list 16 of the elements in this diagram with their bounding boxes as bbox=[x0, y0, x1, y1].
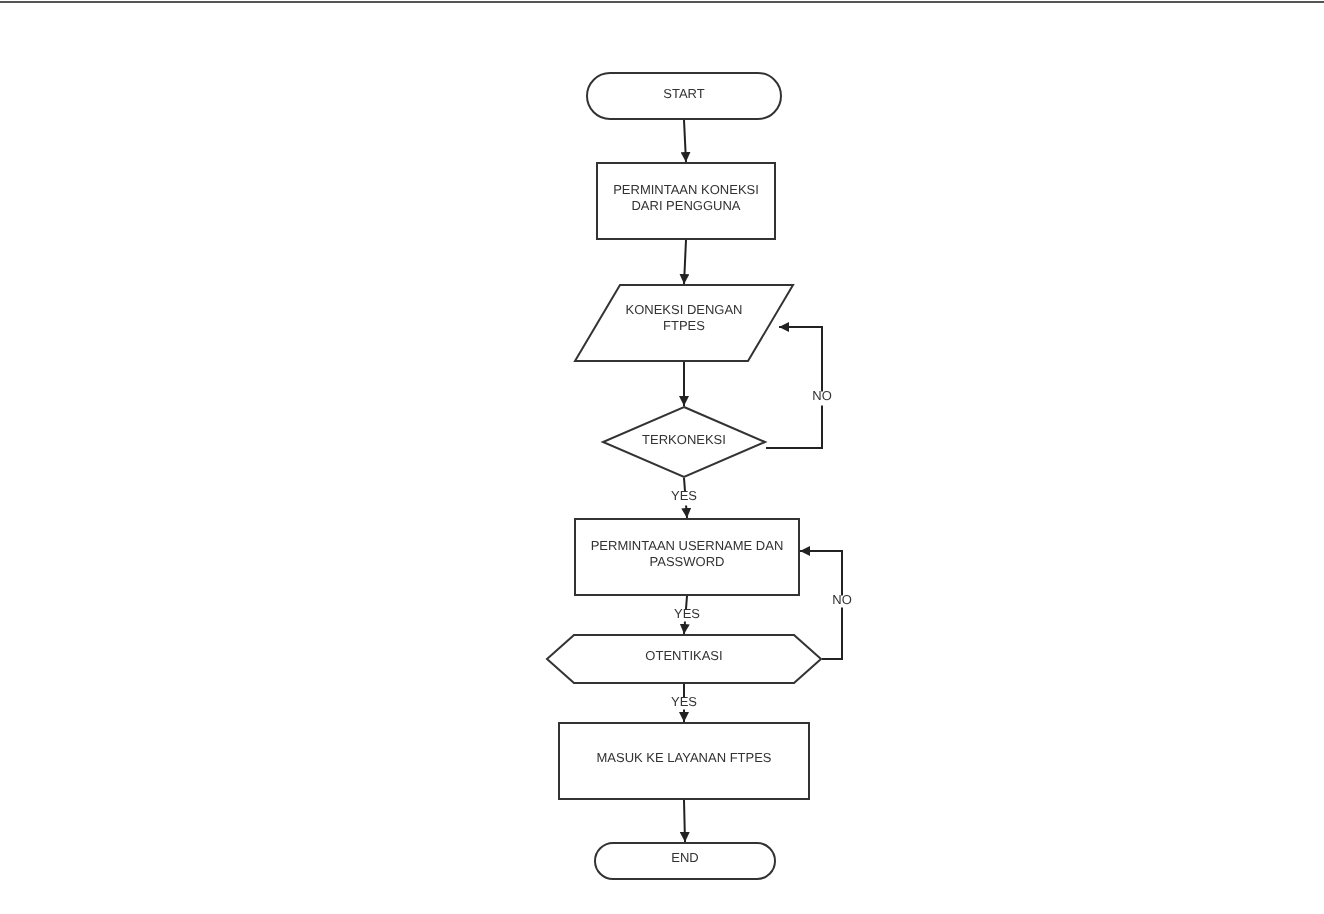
arrow bbox=[679, 683, 689, 723]
arrow bbox=[679, 799, 690, 843]
process-box bbox=[596, 162, 776, 240]
process-box bbox=[574, 518, 800, 596]
arrow bbox=[679, 361, 689, 407]
preparation-hexagon bbox=[546, 634, 822, 684]
arrow bbox=[679, 239, 690, 285]
process-box bbox=[558, 722, 810, 800]
data-parallelogram bbox=[574, 284, 794, 362]
arrow bbox=[765, 322, 823, 449]
arrow bbox=[799, 546, 843, 660]
arrow bbox=[681, 477, 692, 519]
arrow bbox=[680, 119, 691, 163]
terminator-shape bbox=[594, 842, 776, 880]
decision-diamond bbox=[602, 406, 766, 478]
terminator-shape bbox=[586, 72, 782, 120]
